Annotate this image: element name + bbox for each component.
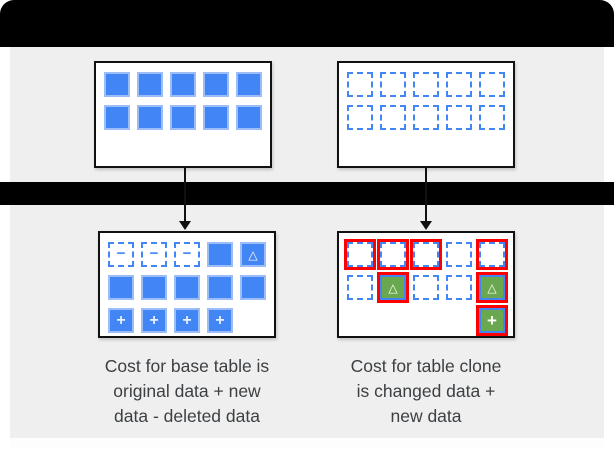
minus-icon: − (116, 245, 126, 262)
empty-data-slot-billed (479, 242, 505, 267)
table-clone-initial-box (337, 61, 515, 168)
original-data-block (236, 72, 262, 97)
block-row (347, 72, 505, 97)
caption-line: data - deleted data (114, 406, 260, 426)
original-data-block (236, 105, 262, 130)
divider-black-band (0, 182, 614, 205)
empty-data-slot (413, 275, 439, 300)
plus-icon: + (182, 311, 192, 329)
new-data-block: + (207, 308, 233, 333)
caption-line: Cost for table clone (350, 356, 502, 376)
base-table-original-box (94, 61, 272, 168)
block-row: − − − △ (108, 242, 266, 267)
original-data-block (104, 72, 130, 97)
right-arrow-line (425, 168, 427, 222)
deleted-data-block: − (141, 242, 167, 267)
block-row (347, 105, 505, 130)
original-data-block (104, 105, 130, 130)
minus-icon: − (182, 245, 192, 262)
empty-data-slot (347, 105, 373, 130)
original-data-block (203, 105, 229, 130)
top-black-bar (0, 0, 614, 47)
new-data-block: + (141, 308, 167, 333)
original-data-block (137, 105, 163, 130)
empty-data-slot (479, 72, 505, 97)
block-row (347, 242, 505, 267)
left-arrow-line (184, 168, 186, 222)
left-arrow-down-icon (179, 221, 191, 230)
original-data-block (240, 275, 266, 300)
original-data-block (170, 105, 196, 130)
block-row: + + + + (108, 308, 266, 333)
changed-data-block: △ (240, 242, 266, 267)
empty-data-slot-billed (380, 242, 406, 267)
caption-table-clone-cost: Cost for table clone is changed data + n… (310, 354, 542, 429)
bottom-strip (10, 438, 604, 449)
original-data-block (174, 275, 200, 300)
block-row: + (347, 308, 505, 333)
empty-data-slot (446, 242, 472, 267)
caption-line: Cost for base table is (104, 356, 270, 376)
minus-icon: − (149, 245, 159, 262)
clone-new-data-block-billed: + (479, 308, 505, 333)
delta-icon: △ (248, 247, 258, 262)
empty-data-slot-billed (413, 242, 439, 267)
empty-data-slot (413, 72, 439, 97)
original-data-block (108, 275, 134, 300)
caption-line: original data + new (113, 381, 261, 401)
original-data-block (203, 72, 229, 97)
plus-icon: + (215, 311, 225, 329)
plus-icon: + (487, 311, 497, 330)
new-data-block: + (108, 308, 134, 333)
plus-icon: + (149, 311, 159, 329)
clone-changed-data-block-billed: △ (380, 275, 406, 300)
caption-base-table-cost: Cost for base table is original data + n… (71, 354, 303, 429)
deleted-data-block: − (108, 242, 134, 267)
base-table-after-changes-box: − − − △ + + + + (98, 231, 276, 338)
delta-icon: △ (388, 280, 398, 295)
delta-icon: △ (487, 280, 497, 295)
empty-data-slot-billed (347, 242, 373, 267)
empty-data-slot (380, 72, 406, 97)
clone-changed-data-block-billed: △ (479, 275, 505, 300)
caption-line: is changed data + (356, 381, 496, 401)
original-data-block (207, 242, 233, 267)
empty-data-slot (413, 105, 439, 130)
new-data-block: + (174, 308, 200, 333)
caption-line: new data (390, 406, 462, 426)
original-data-block (137, 72, 163, 97)
empty-data-slot (446, 275, 472, 300)
right-arrow-down-icon (420, 221, 432, 230)
block-row (104, 105, 262, 130)
original-data-block (170, 72, 196, 97)
empty-data-slot (380, 105, 406, 130)
right-gutter (603, 47, 614, 449)
empty-data-slot (347, 72, 373, 97)
empty-data-slot (479, 105, 505, 130)
original-data-block (141, 275, 167, 300)
table-clone-after-changes-box: △△+ (337, 231, 515, 338)
plus-icon: + (116, 311, 126, 329)
empty-data-slot (446, 72, 472, 97)
block-row: △△ (347, 275, 505, 300)
original-data-block (207, 275, 233, 300)
block-row (104, 72, 262, 97)
empty-data-slot (347, 275, 373, 300)
block-row (108, 275, 266, 300)
empty-data-slot (446, 105, 472, 130)
deleted-data-block: − (174, 242, 200, 267)
